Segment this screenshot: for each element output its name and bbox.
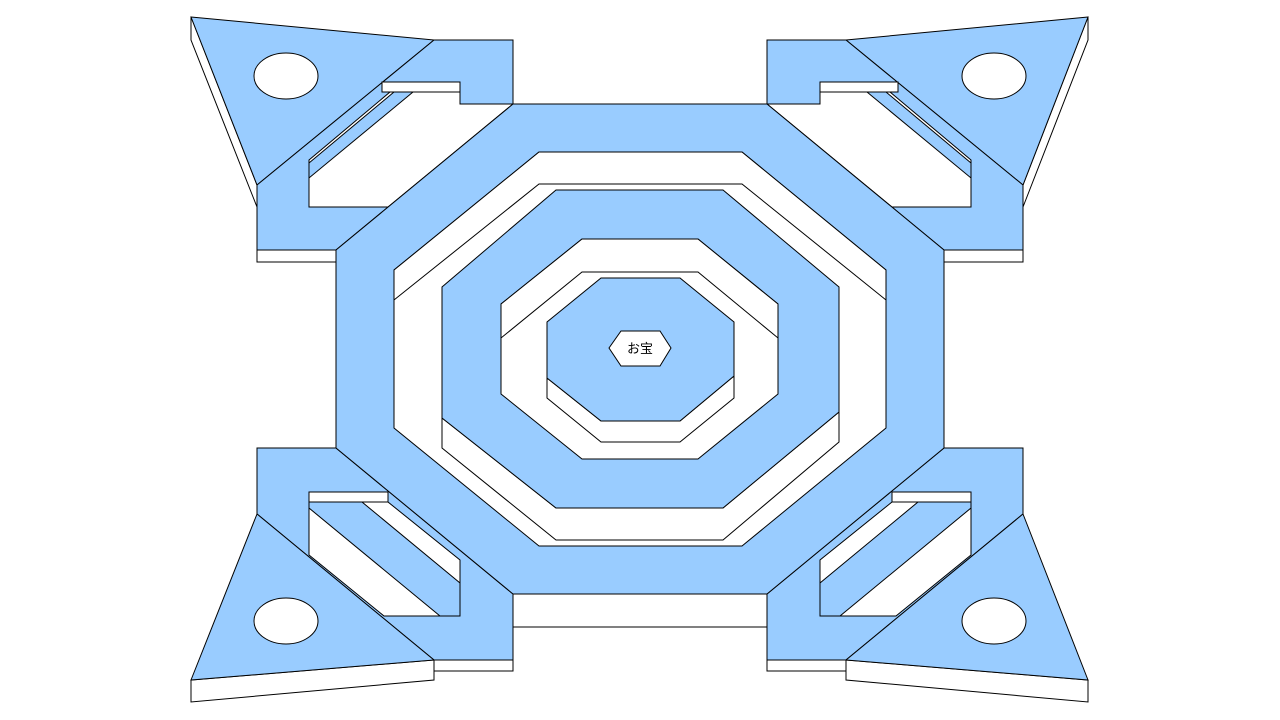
bracket-inner-face	[308, 91, 415, 180]
ring-outer-front-wall	[512, 593, 768, 628]
bracket-ledge	[308, 491, 389, 503]
bracket-side	[256, 249, 337, 263]
bracket-top-right	[765, 39, 1024, 263]
bracket-side	[766, 659, 847, 672]
bracket-bottom-right	[766, 447, 1024, 672]
corner-triangle-top-left	[190, 16, 436, 208]
corner-triangle-face	[844, 513, 1089, 681]
corner-triangle-face	[190, 513, 436, 681]
bracket-top-left	[256, 39, 515, 263]
bracket-ledge	[819, 81, 899, 93]
ring-middle-wall	[500, 238, 779, 340]
bracket-ledge	[381, 81, 461, 93]
treasure-marker: お宝	[608, 330, 672, 367]
bracket-ledge	[891, 491, 972, 503]
bracket-side	[433, 659, 514, 672]
corner-hole	[961, 52, 1027, 100]
ring-outer-wall	[393, 151, 887, 302]
bracket-inner-face	[819, 501, 972, 617]
corner-triangle-bottom-right	[844, 513, 1089, 703]
treasure-label: お宝	[627, 342, 653, 357]
treasure-hexagon	[608, 330, 672, 367]
corner-triangle-bottom-left	[190, 513, 436, 703]
bracket-side	[943, 249, 1024, 263]
corner-hole	[961, 597, 1027, 645]
bracket-inner-face	[865, 91, 972, 180]
corner-hole	[253, 52, 319, 100]
bracket-bottom-left	[256, 447, 514, 672]
bracket-inner-face	[308, 501, 461, 617]
corner-hole	[253, 597, 319, 645]
